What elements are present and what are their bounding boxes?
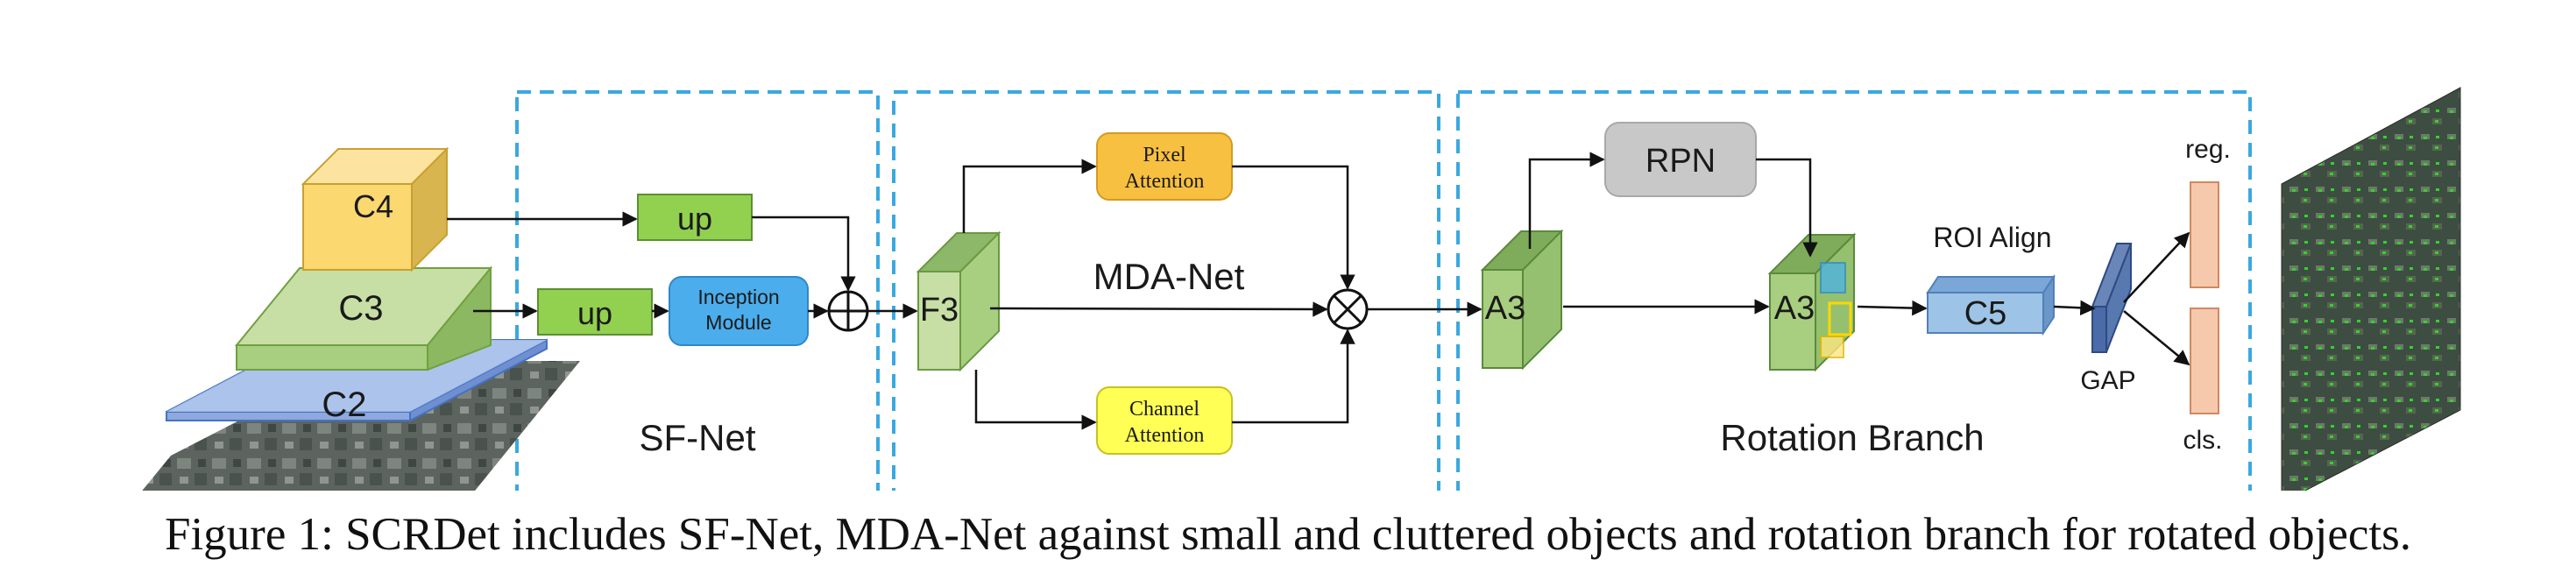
- channel-attention-box: [1096, 386, 1233, 455]
- regression-output-bar: [2190, 181, 2219, 288]
- rotation-branch-dashed-box: [1456, 90, 2252, 491]
- reg-label: reg.: [2185, 135, 2231, 164]
- classification-output-bar: [2190, 308, 2219, 414]
- elementwise-multiply-icon: [1327, 288, 1369, 330]
- rpn-label: RPN: [1645, 143, 1716, 180]
- c3-label: C3: [338, 289, 383, 328]
- gap-label: GAP: [2080, 366, 2135, 395]
- mda-net-arrows: [962, 159, 1483, 430]
- a3-left-label: A3: [1485, 290, 1525, 327]
- a3-right-label: A3: [1774, 290, 1815, 327]
- f3-block: F3: [916, 230, 1001, 372]
- f3-label: F3: [920, 292, 959, 329]
- sf-net-title: SF-Net: [639, 417, 755, 458]
- inception-label-line1: Inception: [697, 286, 779, 308]
- roi-align-label: ROI Align: [1933, 222, 2051, 253]
- inception-label-line2: Module: [705, 311, 771, 334]
- cls-label: cls.: [2183, 426, 2223, 455]
- output-aerial-image: [2281, 87, 2461, 491]
- gap-block: [2091, 243, 2133, 353]
- scrdet-architecture-diagram: C2 C3 C4 up up Inception Module: [142, 87, 2461, 491]
- input-aerial-image: [142, 361, 580, 491]
- up-bottom-label: up: [577, 295, 612, 331]
- pixel-attention-line1: Pixel: [1143, 144, 1186, 166]
- sf-net-arrows: [447, 211, 918, 319]
- mda-net-title: MDA-Net: [1093, 256, 1245, 297]
- figure-caption: Figure 1: SCRDet includes SF-Net, MDA-Ne…: [164, 509, 2412, 560]
- elementwise-add-icon: [827, 290, 869, 332]
- rotation-branch-title: Rotation Branch: [1720, 417, 1984, 458]
- c5-label: C5: [1964, 295, 2007, 332]
- pixel-attention-line2: Attention: [1125, 170, 1205, 193]
- a3-left-block: A3: [1480, 229, 1564, 371]
- a3-right-block: A3: [1767, 232, 1857, 372]
- channel-attention-line1: Channel: [1129, 398, 1200, 421]
- c2-label: C2: [322, 385, 366, 424]
- rotation-branch-arrows: [1528, 152, 2190, 366]
- c5-block: C5: [1926, 273, 2056, 336]
- channel-attention-line2: Attention: [1125, 424, 1205, 447]
- c4-label: C4: [353, 188, 393, 224]
- up-top-label: up: [677, 201, 712, 237]
- c4-block: C4: [301, 146, 449, 272]
- c3-block: C3: [234, 265, 493, 371]
